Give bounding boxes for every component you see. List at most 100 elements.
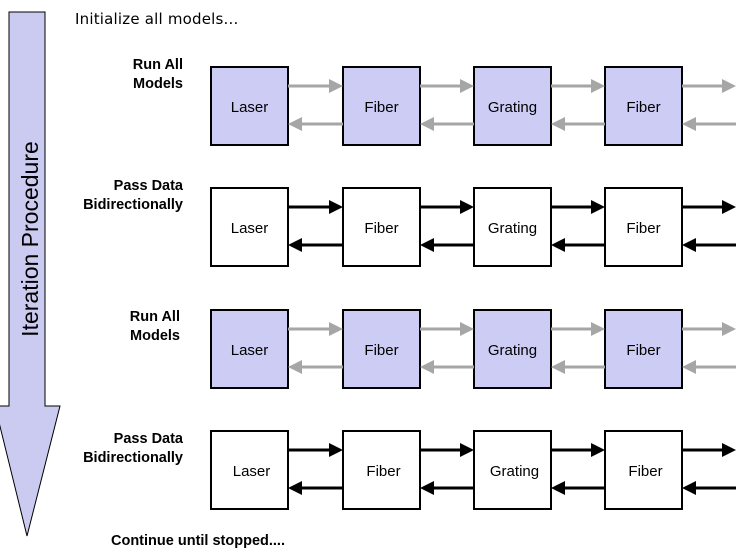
stage-1-backward-arrow-2-head <box>420 117 434 131</box>
stage-4-grating-label: Grating <box>490 463 539 480</box>
stage-2-fiber-label: Fiber <box>364 220 398 237</box>
stage-1-forward-arrow-4 <box>682 79 736 93</box>
stage-1-grating-block <box>473 66 552 146</box>
stage-1-backward-arrow-4 <box>682 117 736 131</box>
stage-4-backward-arrow-3-head <box>551 481 565 495</box>
stage-2-forward-arrow-1 <box>288 200 343 214</box>
stage-4-fiber-label: Fiber <box>366 463 400 480</box>
stage-2-fiber-block <box>342 187 421 267</box>
stage-2-forward-arrow-2 <box>420 200 474 214</box>
stage-1-backward-arrow-1 <box>288 117 343 131</box>
stage-3-fiber-block <box>604 309 683 389</box>
stage-4-backward-arrow-1 <box>288 481 343 495</box>
stage-4-forward-arrow-1 <box>288 443 343 457</box>
stage-3-laser-block <box>210 309 289 389</box>
stage-4-fiber-block <box>342 430 421 510</box>
stage-2-forward-arrow-1-head <box>329 200 343 214</box>
stage-3-backward-arrow-3-head <box>551 360 565 374</box>
stage-3-label: Run All Models <box>0 308 180 346</box>
stage-3-backward-arrow-2-head <box>420 360 434 374</box>
stage-1-forward-arrow-3 <box>551 79 605 93</box>
stage-1-laser-label: Laser <box>231 99 269 116</box>
stage-3-backward-arrow-4 <box>682 360 736 374</box>
stage-2-backward-arrow-1-head <box>288 238 302 252</box>
stage-4-forward-arrow-3-head <box>591 443 605 457</box>
stage-1-backward-arrow-3-head <box>551 117 565 131</box>
stage-4-backward-arrow-3 <box>551 481 605 495</box>
stage-2-forward-arrow-3-head <box>591 200 605 214</box>
stage-1-fiber-block <box>604 66 683 146</box>
stage-4-laser-label: Laser <box>233 463 271 480</box>
stage-3-backward-arrow-1 <box>288 360 343 374</box>
stage-2-backward-arrow-4-head <box>682 238 696 252</box>
stage-4-backward-arrow-4-head <box>682 481 696 495</box>
iteration-arrow <box>0 11 61 537</box>
stage-3-backward-arrow-3 <box>551 360 605 374</box>
stage-3-forward-arrow-4 <box>682 322 736 336</box>
stage-4-laser-block <box>210 430 289 510</box>
stage-3-forward-arrow-3-head <box>591 322 605 336</box>
stage-2-fiber-block <box>604 187 683 267</box>
stage-3-forward-arrow-4-head <box>722 322 736 336</box>
stage-4-forward-arrow-4-head <box>722 443 736 457</box>
stage-3-label-line2: Models <box>130 328 180 344</box>
stage-1-grating-label: Grating <box>488 99 537 116</box>
stage-3-forward-arrow-3 <box>551 322 605 336</box>
stage-2-backward-arrow-4 <box>682 238 736 252</box>
stage-2-forward-arrow-2-head <box>460 200 474 214</box>
stage-2-forward-arrow-4-head <box>722 200 736 214</box>
stage-1-label: Run All Models <box>0 56 183 94</box>
stage-1-forward-arrow-1-head <box>329 79 343 93</box>
continue-text: Continue until stopped.... <box>111 533 285 549</box>
stage-2-forward-arrow-4 <box>682 200 736 214</box>
stage-4-backward-arrow-2 <box>420 481 474 495</box>
stage-4-forward-arrow-3 <box>551 443 605 457</box>
stage-2-label-line1: Pass Data <box>113 178 183 194</box>
stage-4-grating-block <box>473 430 552 510</box>
stage-2-fiber-label: Fiber <box>626 220 660 237</box>
stage-4-fiber-block <box>604 430 683 510</box>
stage-1-fiber-label: Fiber <box>626 99 660 116</box>
stage-1-backward-arrow-2 <box>420 117 474 131</box>
stage-2-backward-arrow-2 <box>420 238 474 252</box>
stage-2-label-line2: Bidirectionally <box>83 197 183 213</box>
stage-1-backward-arrow-4-head <box>682 117 696 131</box>
stage-2-backward-arrow-3-head <box>551 238 565 252</box>
stage-3-fiber-label: Fiber <box>364 342 398 359</box>
stage-1-fiber-label: Fiber <box>364 99 398 116</box>
stage-4-backward-arrow-1-head <box>288 481 302 495</box>
stage-4-backward-arrow-4 <box>682 481 736 495</box>
stage-1-forward-arrow-4-head <box>722 79 736 93</box>
stage-2-backward-arrow-3 <box>551 238 605 252</box>
stage-1-label-line2: Models <box>133 76 183 92</box>
stage-2-label: Pass Data Bidirectionally <box>0 177 183 215</box>
stage-4-forward-arrow-1-head <box>329 443 343 457</box>
stage-2-laser-block <box>210 187 289 267</box>
stage-2-backward-arrow-2-head <box>420 238 434 252</box>
stage-3-forward-arrow-1 <box>288 322 343 336</box>
stage-4-forward-arrow-2 <box>420 443 474 457</box>
stage-1-laser-block <box>210 66 289 146</box>
stage-1-backward-arrow-3 <box>551 117 605 131</box>
stage-1-backward-arrow-1-head <box>288 117 302 131</box>
stage-1-forward-arrow-2 <box>420 79 474 93</box>
stage-1-fiber-block <box>342 66 421 146</box>
stage-3-fiber-label: Fiber <box>626 342 660 359</box>
stage-3-backward-arrow-1-head <box>288 360 302 374</box>
stage-1-forward-arrow-3-head <box>591 79 605 93</box>
stage-4-fiber-label: Fiber <box>628 463 662 480</box>
stage-1-forward-arrow-1 <box>288 79 343 93</box>
initialize-text: Initialize all models... <box>75 10 239 28</box>
stage-4-label: Pass Data Bidirectionally <box>0 430 183 468</box>
stage-4-label-line2: Bidirectionally <box>83 450 183 466</box>
stage-2-laser-label: Laser <box>231 220 269 237</box>
stage-3-laser-label: Laser <box>231 342 269 359</box>
stage-3-forward-arrow-2-head <box>460 322 474 336</box>
stage-2-backward-arrow-1 <box>288 238 343 252</box>
stage-1-forward-arrow-2-head <box>460 79 474 93</box>
stage-2-forward-arrow-3 <box>551 200 605 214</box>
stage-3-grating-block <box>473 309 552 389</box>
stage-3-backward-arrow-4-head <box>682 360 696 374</box>
stage-3-grating-label: Grating <box>488 342 537 359</box>
